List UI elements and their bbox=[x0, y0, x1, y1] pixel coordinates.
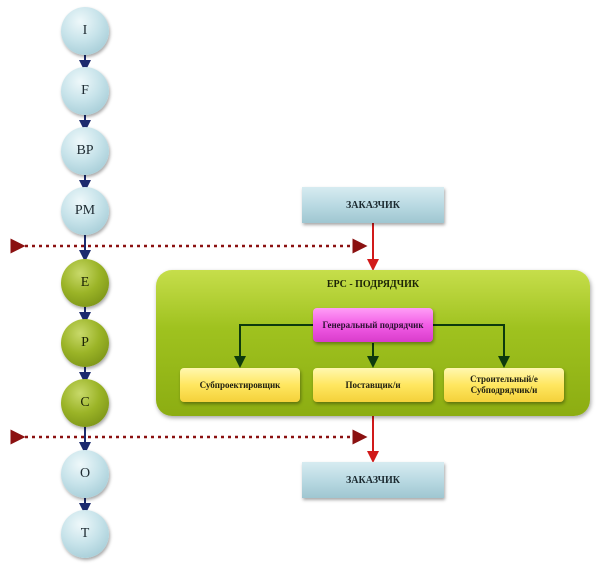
general-contractor-box: Генеральный подрядчик bbox=[313, 308, 433, 342]
phase-circle-t: T bbox=[61, 510, 109, 558]
phase-label: BP bbox=[76, 143, 94, 158]
phase-label: O bbox=[79, 466, 91, 481]
construction-subcontractor-box: Строительный/е Субподрядчик/и bbox=[444, 368, 564, 402]
phase-circle-pm: PM bbox=[61, 187, 109, 235]
phase-label: P bbox=[81, 335, 89, 350]
phase-label: E bbox=[80, 275, 90, 290]
phase-circle-e: E bbox=[61, 259, 109, 307]
phase-circle-i: I bbox=[61, 7, 109, 55]
phase-label: T bbox=[80, 526, 90, 541]
tree-arrow-construction bbox=[433, 324, 510, 368]
phase-label: F bbox=[81, 83, 89, 98]
phase-circle-f: F bbox=[61, 67, 109, 115]
phase-label: PM bbox=[74, 203, 96, 218]
phase-circle-o: O bbox=[61, 450, 109, 498]
customer-box-bottom: ЗАКАЗЧИК bbox=[302, 462, 444, 498]
phase-circle-bp: BP bbox=[61, 127, 109, 175]
epc-title: EPC - ПОДРЯДЧИК bbox=[326, 279, 420, 290]
suppliers-box: Поставщик/и bbox=[313, 368, 433, 402]
customer-box-top: ЗАКАЗЧИК bbox=[302, 187, 444, 223]
subdesigner-box: Субпроектировщик bbox=[180, 368, 300, 402]
phase-label: I bbox=[82, 23, 88, 38]
phase-label: C bbox=[80, 395, 90, 410]
phase-circle-p: P bbox=[61, 319, 109, 367]
tree-arrow-designer bbox=[234, 324, 313, 368]
phase-circle-c: C bbox=[61, 379, 109, 427]
